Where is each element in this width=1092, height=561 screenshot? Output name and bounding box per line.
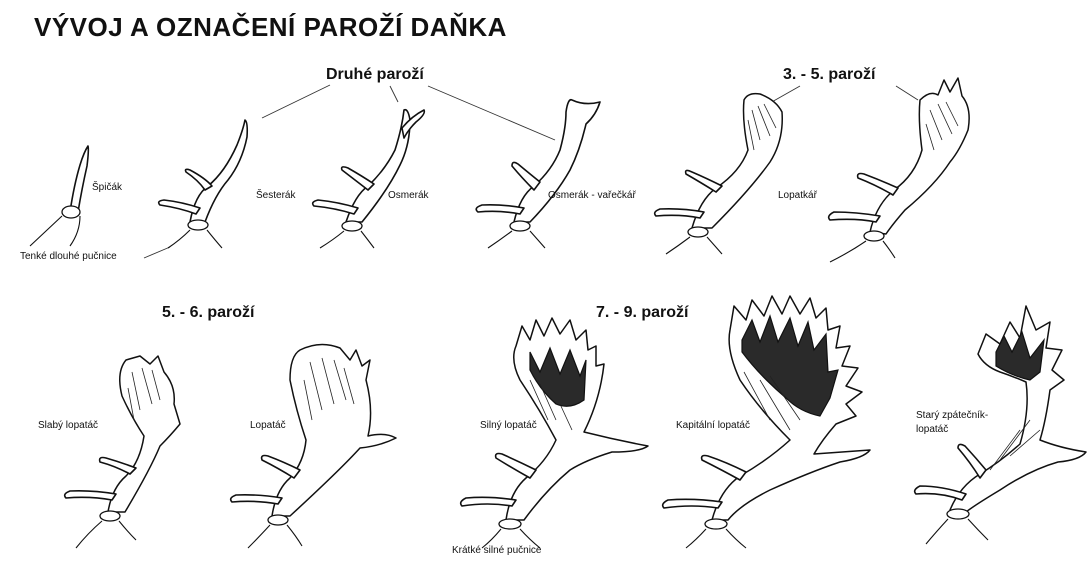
label-sesterak: Šesterák [256,190,295,201]
antler-silny-lopatac [461,318,648,548]
antler-slaby-lopatac [65,356,180,548]
label-osmerak-varec: Osmerák - vařečkář [548,190,636,201]
label-silny-lopatac: Silný lopatáč [480,420,537,431]
antler-sesterak [159,120,248,248]
antler-spicak [30,146,88,246]
label-spicak: Špičák [92,182,122,193]
antler-3-5-first [655,94,783,254]
label-stary-zpatecnik-2: lopatáč [916,424,948,435]
label-lopatkar: Lopatkář [778,190,817,201]
antler-osmerak-varec [476,100,600,248]
label-kapitalni-lopatac: Kapitální lopatáč [676,420,750,431]
antler-lopatac [231,344,396,548]
label-lopatac: Lopatáč [250,420,286,431]
label-osmerak: Osmerák [388,190,429,201]
antler-lopatkar [829,78,969,262]
label-tenke-dlouhe-pucnice: Tenké dlouhé pučnice [20,251,117,262]
label-kratke-silne-pucnice: Krátké silné pučnice [452,545,542,556]
label-slaby-lopatac: Slabý lopatáč [38,420,98,431]
label-stary-zpatecnik-1: Starý zpátečník- [916,410,988,421]
antler-osmerak [313,110,425,248]
